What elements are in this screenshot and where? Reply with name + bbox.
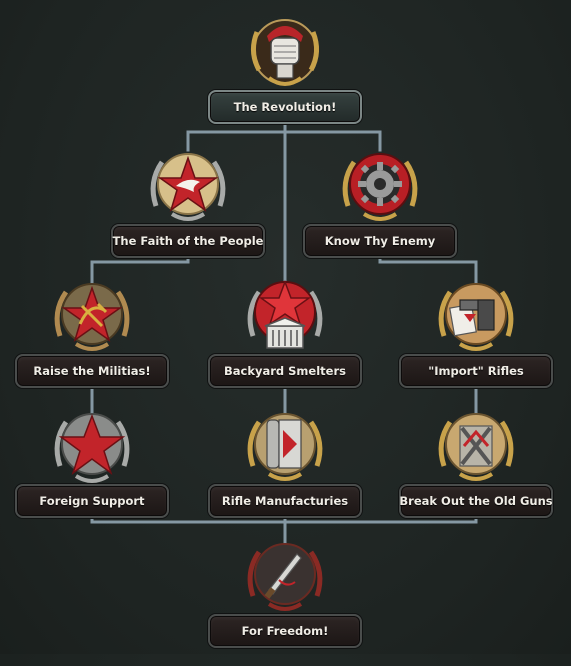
focus-label: Foreign Support xyxy=(15,484,169,518)
focus-label: Rifle Manufacturies xyxy=(208,484,362,518)
focus-label: Backyard Smelters xyxy=(208,354,362,388)
crossed-rifles-icon xyxy=(430,406,522,492)
focus-rifle-manufacturies[interactable]: Rifle Manufacturies xyxy=(205,406,365,536)
factory-star-icon xyxy=(239,276,331,362)
focus-label: Break Out the Old Guns xyxy=(399,484,553,518)
focus-backyard-smelters[interactable]: Backyard Smelters xyxy=(205,276,365,406)
focus-for-freedom[interactable]: For Freedom! xyxy=(205,536,365,666)
gear-icon xyxy=(334,146,426,232)
rifle-factory-icon xyxy=(239,406,331,492)
focus-label: "Import" Rifles xyxy=(399,354,553,388)
fist-icon xyxy=(239,12,331,98)
dove-star-icon xyxy=(142,146,234,232)
focus-import-rifles[interactable]: "Import" Rifles xyxy=(396,276,556,406)
focus-know-thy-enemy[interactable]: Know Thy Enemy xyxy=(300,146,460,276)
focus-label: The Revolution! xyxy=(208,90,362,124)
focus-label: The Faith of the People xyxy=(111,224,265,258)
focus-the-revolution[interactable]: The Revolution! xyxy=(205,12,365,142)
bayonet-icon xyxy=(239,536,331,622)
focus-foreign-support[interactable]: Foreign Support xyxy=(12,406,172,536)
focus-break-out-old-guns[interactable]: Break Out the Old Guns xyxy=(396,406,556,536)
focus-label: Raise the Militias! xyxy=(15,354,169,388)
focus-raise-the-militias[interactable]: Raise the Militias! xyxy=(12,276,172,406)
focus-label: For Freedom! xyxy=(208,614,362,648)
focus-label: Know Thy Enemy xyxy=(303,224,457,258)
star-icon xyxy=(46,406,138,492)
focus-faith-of-the-people[interactable]: The Faith of the People xyxy=(108,146,268,276)
pistol-icon xyxy=(430,276,522,362)
hammer-star-icon xyxy=(46,276,138,362)
